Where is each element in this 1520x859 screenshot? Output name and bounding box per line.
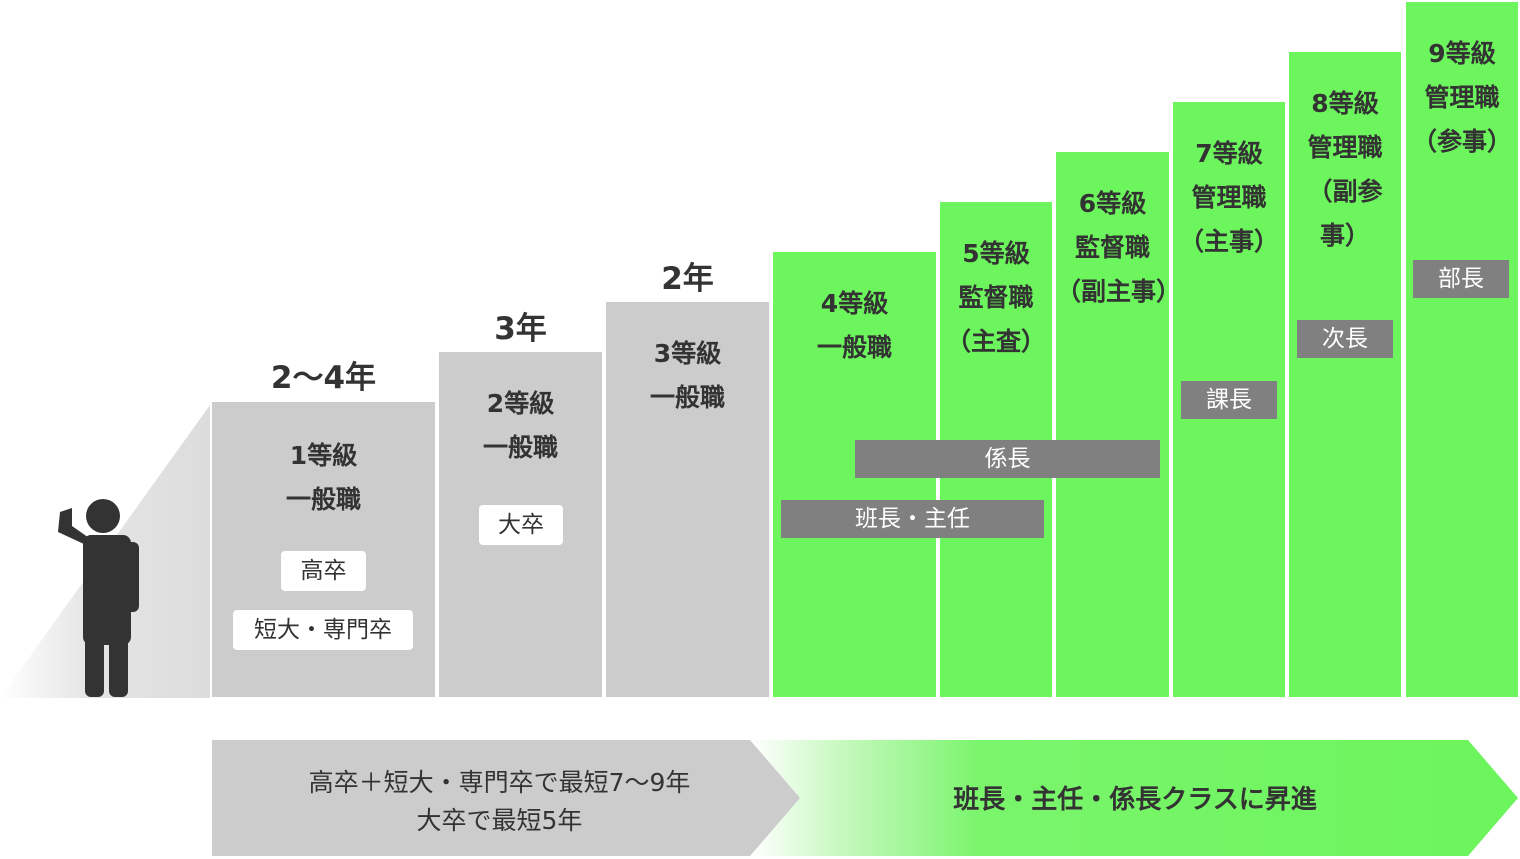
grade2-years: 3年 — [494, 311, 547, 347]
job-type-label: 一般職 — [816, 333, 892, 362]
job-type-label: 一般職 — [482, 433, 558, 462]
grade5-title: 5等級 監督職 （主査） — [940, 232, 1052, 364]
grade6-column: 6等級 監督職 （副主事） — [1056, 152, 1182, 697]
grade-label: 8等級 — [1311, 89, 1379, 118]
grade-label: 4等級 — [820, 289, 889, 318]
grade9-column: 9等級 管理職 （参事） — [1406, 2, 1518, 697]
hancho-shunin-badge: 班長・主任 — [781, 500, 1044, 538]
grade8-title: 8等級 管理職 （副参事） — [1289, 82, 1401, 258]
grade-label: 5等級 — [962, 239, 1030, 268]
grade6-title: 6等級 監督職 （副主事） — [1056, 182, 1182, 314]
grade-label: 9等級 — [1428, 39, 1496, 68]
gray-arrow-line1: 高卒＋短大・専門卒で最短7〜9年 — [308, 768, 691, 797]
grade-label: 2等級 — [486, 389, 555, 418]
grade3-column: 3等級 一般職 — [606, 302, 769, 697]
grade1-column: 1等級 一般職 — [212, 402, 435, 697]
gray-progress-arrow — [212, 740, 800, 856]
jicho-badge: 次長 — [1297, 320, 1393, 358]
job-type-label: 管理職 — [1191, 183, 1267, 212]
job-type-label: 一般職 — [285, 485, 361, 514]
job-type-label: 監督職 — [1074, 233, 1150, 262]
kakaricho-badge: 係長 — [855, 440, 1160, 478]
position-label: （副主事） — [1056, 277, 1182, 306]
grade-label: 1等級 — [289, 441, 358, 470]
green-arrow-text: 班長・主任・係長クラスに昇進 — [953, 785, 1317, 815]
grade-label: 3等級 — [653, 339, 722, 368]
person-figure-area — [0, 405, 210, 698]
position-label: （主査） — [945, 327, 1046, 356]
university-badge: 大卒 — [479, 505, 563, 545]
job-type-label: 監督職 — [958, 283, 1034, 312]
gray-arrow-text: 高卒＋短大・専門卒で最短7〜9年 大卒で最短5年 — [212, 764, 787, 840]
grade3-years: 2年 — [661, 261, 714, 297]
grade4-title: 4等級 一般職 — [773, 282, 936, 370]
grade3-title: 3等級 一般職 — [606, 332, 769, 420]
person-icon — [58, 499, 139, 697]
position-label: （主事） — [1178, 227, 1279, 256]
grade9-title: 9等級 管理職 （参事） — [1406, 32, 1518, 164]
green-progress-arrow — [750, 740, 1518, 856]
junior-college-badge: 短大・専門卒 — [233, 610, 413, 650]
kacho-badge: 課長 — [1181, 381, 1277, 419]
grade7-title: 7等級 管理職 （主事） — [1173, 132, 1285, 264]
grade2-title: 2等級 一般職 — [439, 382, 602, 470]
grade8-column: 8等級 管理職 （副参事） — [1289, 52, 1401, 697]
bucho-badge: 部長 — [1413, 260, 1509, 298]
position-label: （副参事） — [1307, 177, 1383, 250]
bottom-arrows — [212, 740, 1518, 856]
grade-label: 6等級 — [1078, 189, 1147, 218]
grade-label: 7等級 — [1195, 139, 1263, 168]
gray-arrow-line2: 大卒で最短5年 — [416, 806, 583, 835]
job-type-label: 管理職 — [1424, 83, 1500, 112]
grade1-years: 2〜4年 — [270, 360, 377, 396]
job-type-label: 一般職 — [649, 383, 725, 412]
position-label: （参事） — [1411, 127, 1512, 156]
job-type-label: 管理職 — [1307, 133, 1383, 162]
grade4-column: 4等級 一般職 — [773, 252, 936, 697]
high-school-badge: 高卒 — [281, 551, 366, 591]
grade1-title: 1等級 一般職 — [212, 434, 435, 522]
